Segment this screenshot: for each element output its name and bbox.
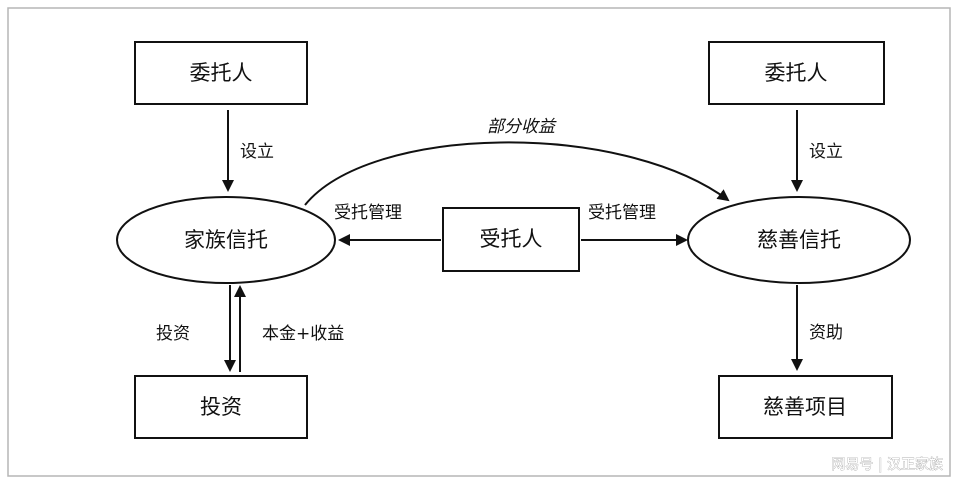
node-investment: 投资 <box>134 375 308 439</box>
node-charitable-trust: 慈善信托 <box>687 196 911 284</box>
investment-label: 投资 <box>200 395 242 419</box>
edge-manage-right-label: 受托管理 <box>588 203 656 223</box>
trustee-label: 受托人 <box>480 227 543 251</box>
family-trust-label: 家族信托 <box>184 228 268 252</box>
charitable-trust-label: 慈善信托 <box>757 228 841 252</box>
watermark-text: 网易号 | 汉正家族 <box>831 456 943 473</box>
node-family-trust: 家族信托 <box>116 196 336 284</box>
edge-partial-income-label: 部分收益 <box>487 117 557 137</box>
node-settlor-left: 委托人 <box>134 41 308 105</box>
edge-establish-right-label: 设立 <box>809 142 843 162</box>
settlor-left-label: 委托人 <box>190 61 253 85</box>
node-charity-project: 慈善项目 <box>718 375 893 439</box>
charity-project-label: 慈善项目 <box>763 395 847 419</box>
node-settlor-right: 委托人 <box>708 41 885 105</box>
edge-principal-income-label: 本金+收益 <box>262 324 344 344</box>
edge-fund-label: 资助 <box>809 323 843 343</box>
settlor-right-label: 委托人 <box>765 61 828 85</box>
edge-partial-income-arc <box>304 141 730 206</box>
edge-invest-label: 投资 <box>156 324 190 344</box>
edge-manage-left-label: 受托管理 <box>334 203 402 223</box>
edge-establish-left-label: 设立 <box>240 142 274 162</box>
node-trustee: 受托人 <box>442 207 580 272</box>
